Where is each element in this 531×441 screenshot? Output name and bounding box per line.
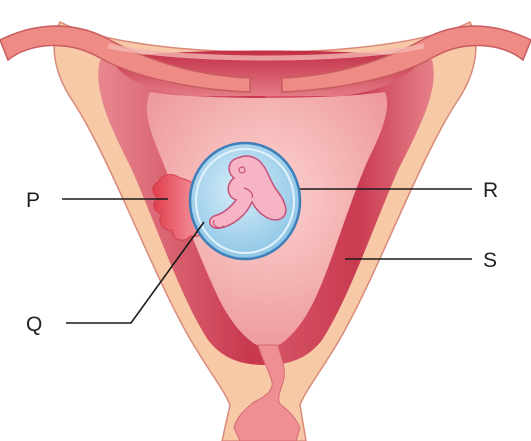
label-p: P [26,189,40,212]
label-r: R [483,179,498,202]
label-q: Q [26,313,42,336]
label-s: S [483,249,497,272]
